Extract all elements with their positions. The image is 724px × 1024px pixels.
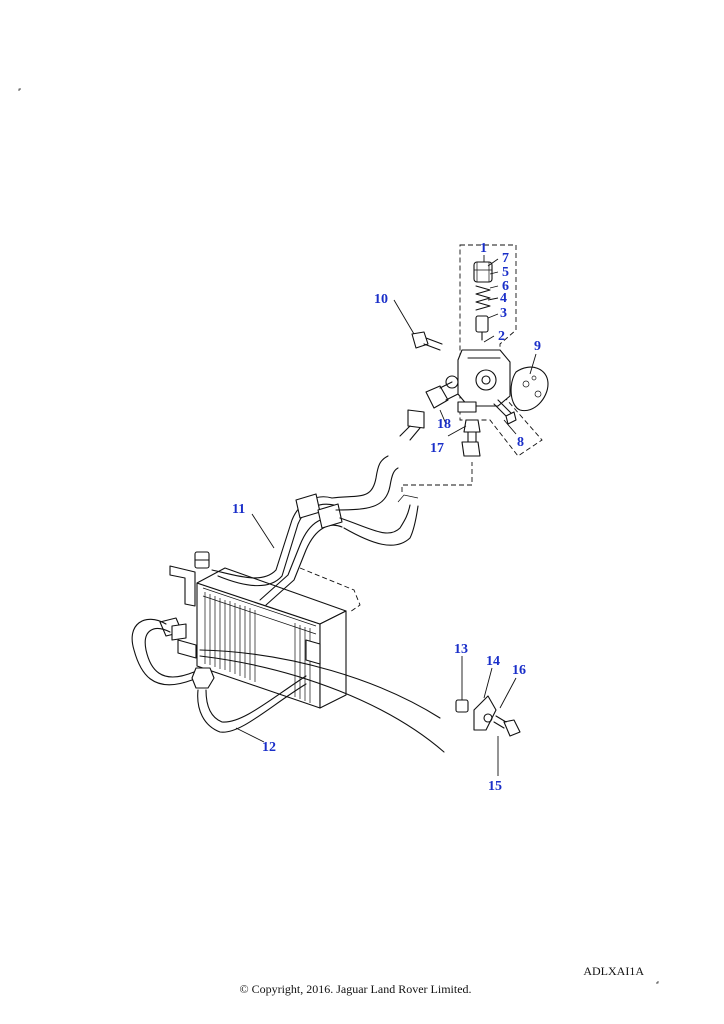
oil-cooler-pipe-lower: [205, 675, 307, 723]
callout-6: 6: [502, 279, 509, 294]
callout-5: 5: [502, 265, 509, 280]
bracket-fixings: [455, 695, 521, 737]
callout-12: 12: [262, 740, 276, 755]
callout-8: 8: [517, 435, 524, 450]
callout-10: 10: [374, 292, 388, 307]
callout-3: 3: [500, 306, 507, 321]
oil-cooler-pipe-lower: [197, 683, 307, 733]
diagram-reference-code: ADLXAI1A: [583, 964, 644, 978]
adaptor-18: [425, 375, 477, 413]
sensor-wire: [199, 655, 445, 753]
oil-hose: [343, 505, 419, 546]
oil-cooler-pipe-upper: [217, 503, 335, 587]
oil-cooler-pipe-upper: [265, 524, 343, 606]
oil-cooler-pipe-lower: [131, 618, 193, 686]
callout-4: 4: [500, 291, 507, 306]
oil-hose: [339, 504, 411, 534]
callout-1: 1: [480, 241, 487, 256]
corner-mark: [18, 88, 21, 91]
callout-2: 2: [498, 329, 505, 344]
oil-hose: [331, 455, 389, 499]
callout-15: 15: [488, 779, 502, 794]
callout-13: 13: [454, 642, 468, 657]
leader-lines: [235, 255, 537, 776]
callout-18: 18: [437, 417, 451, 432]
callout-16: 16: [512, 663, 526, 678]
copyright-notice: © Copyright, 2016. Jaguar Land Rover Lim…: [239, 982, 472, 996]
oil-cooler-pipe-lower: [144, 628, 195, 678]
adaptor-17: [461, 419, 481, 457]
oil-cooler: [159, 551, 347, 709]
hose-end-fitting: [399, 409, 425, 441]
corner-mark: [656, 981, 659, 984]
callout-17: 17: [430, 441, 444, 456]
callout-14: 14: [486, 654, 500, 669]
callout-7: 7: [502, 251, 509, 266]
oil-hose: [335, 467, 399, 511]
callout-9: 9: [534, 339, 541, 354]
sensor-wire: [199, 649, 441, 719]
callout-11: 11: [232, 502, 245, 517]
bolt-10: [411, 331, 443, 351]
